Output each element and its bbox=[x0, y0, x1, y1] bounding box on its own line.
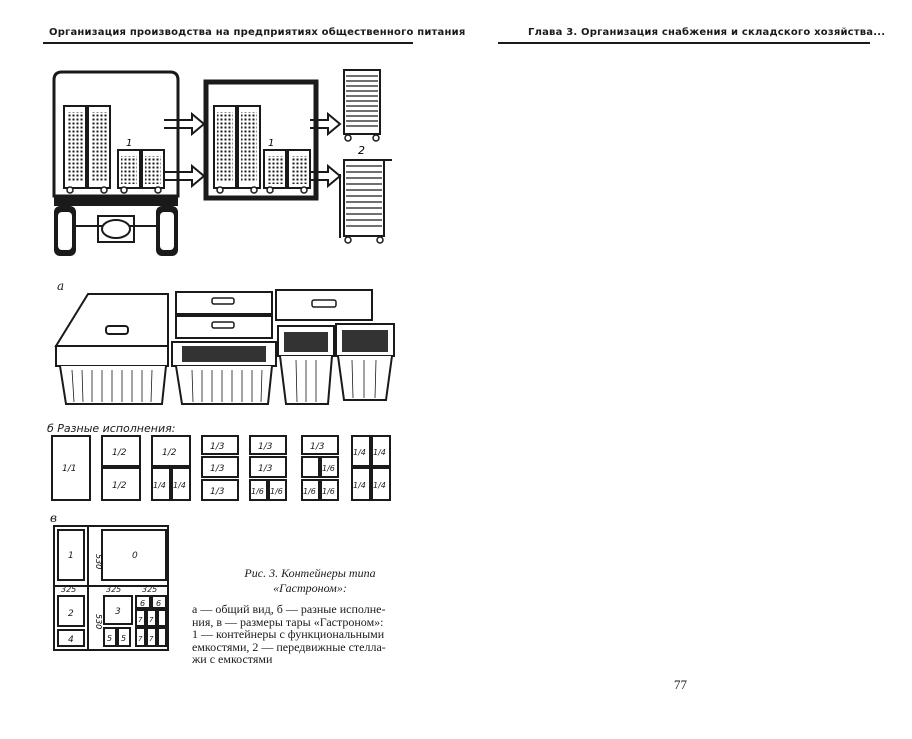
cell-label: 4 bbox=[68, 635, 74, 645]
figure-label-v: в bbox=[50, 511, 57, 525]
cell-label: 6 bbox=[156, 599, 161, 608]
variant-label: 1/4 bbox=[353, 481, 366, 490]
variant-label: 1/2 bbox=[162, 448, 177, 458]
variant-label: 1/3 bbox=[258, 442, 273, 452]
variant-1-1 bbox=[51, 435, 91, 501]
figure-label-b: б bbox=[47, 422, 54, 435]
cell-label: 7 bbox=[138, 616, 143, 624]
cell-label: 7 bbox=[138, 635, 143, 643]
figure-transport-diagram: 1 1 2 bbox=[52, 69, 392, 256]
variant-label: 1/1 bbox=[62, 464, 76, 474]
variant-label: 1/6 bbox=[251, 487, 264, 496]
dimension-label: 325 bbox=[61, 585, 76, 594]
cell-label: 1 bbox=[68, 551, 74, 561]
left-header-rule bbox=[43, 42, 413, 44]
cell-label: 2 bbox=[68, 609, 74, 619]
variant-label: 1/3 bbox=[310, 442, 325, 452]
cell-label: 7 bbox=[149, 635, 154, 643]
figure-caption-title: Рис. 3. Контейнеры типа «Гастроном»: bbox=[244, 566, 376, 595]
left-running-header: Организация производства на предприятиях… bbox=[49, 27, 466, 38]
variant-label: 1/4 bbox=[153, 481, 166, 490]
rack-label-2: 2 bbox=[358, 144, 365, 157]
variant-label: 1/3 bbox=[258, 464, 273, 474]
truck-label-1: 1 bbox=[126, 138, 132, 149]
cell-label: 7 bbox=[149, 616, 154, 624]
variants-caption: б Разные исполнения: bbox=[47, 422, 175, 435]
variant-label: 1/3 bbox=[210, 464, 225, 474]
variant-label: 1/6 bbox=[322, 464, 335, 473]
dimension-label: 530 bbox=[94, 554, 103, 569]
cell-label: 5 bbox=[121, 634, 126, 643]
dimension-label: 325 bbox=[142, 585, 157, 594]
variant-label: 1/6 bbox=[270, 487, 283, 496]
variant-label: 1/4 bbox=[373, 481, 386, 490]
page-number: 77 bbox=[674, 677, 687, 692]
dimension-label: 530 bbox=[94, 614, 103, 629]
dimension-label: 325 bbox=[106, 585, 121, 594]
variant-label: 1/3 bbox=[210, 487, 225, 497]
variants-label: Разные исполнения: bbox=[57, 422, 176, 435]
right-running-header: Глава 3. Организация снабжения и складск… bbox=[528, 27, 886, 38]
variant-label: 1/2 bbox=[112, 481, 127, 491]
variant-label: 1/6 bbox=[303, 487, 316, 496]
store-label-1: 1 bbox=[268, 138, 274, 149]
figure-dimensions: 1 0 2 3 4 5 5 6 6 7 7 7 7 325 325 325 53… bbox=[53, 525, 169, 651]
figure-pans-drawing bbox=[54, 289, 395, 405]
variant-label: 1/4 bbox=[353, 448, 366, 457]
right-header-rule bbox=[498, 42, 870, 44]
variant-label: 1/2 bbox=[112, 448, 127, 458]
variant-label: 1/6 bbox=[322, 487, 335, 496]
cell-label: 6 bbox=[140, 599, 145, 608]
figure-label-a: а bbox=[57, 279, 65, 293]
variant-label: 1/4 bbox=[173, 481, 186, 490]
variant-label: 1/3 bbox=[210, 442, 225, 452]
cell-label: 0 bbox=[132, 551, 138, 561]
cell-label: 5 bbox=[107, 634, 112, 643]
cell-label: 3 bbox=[115, 607, 121, 617]
variant-label: 1/4 bbox=[373, 448, 386, 457]
figure-caption-body: а — общий вид, б — разные исполне- ния, … bbox=[192, 602, 386, 666]
figure-size-variants: 1/1 1/2 1/2 1/2 1/4 1/4 1/3 1/3 1/3 1/3 … bbox=[51, 435, 391, 501]
